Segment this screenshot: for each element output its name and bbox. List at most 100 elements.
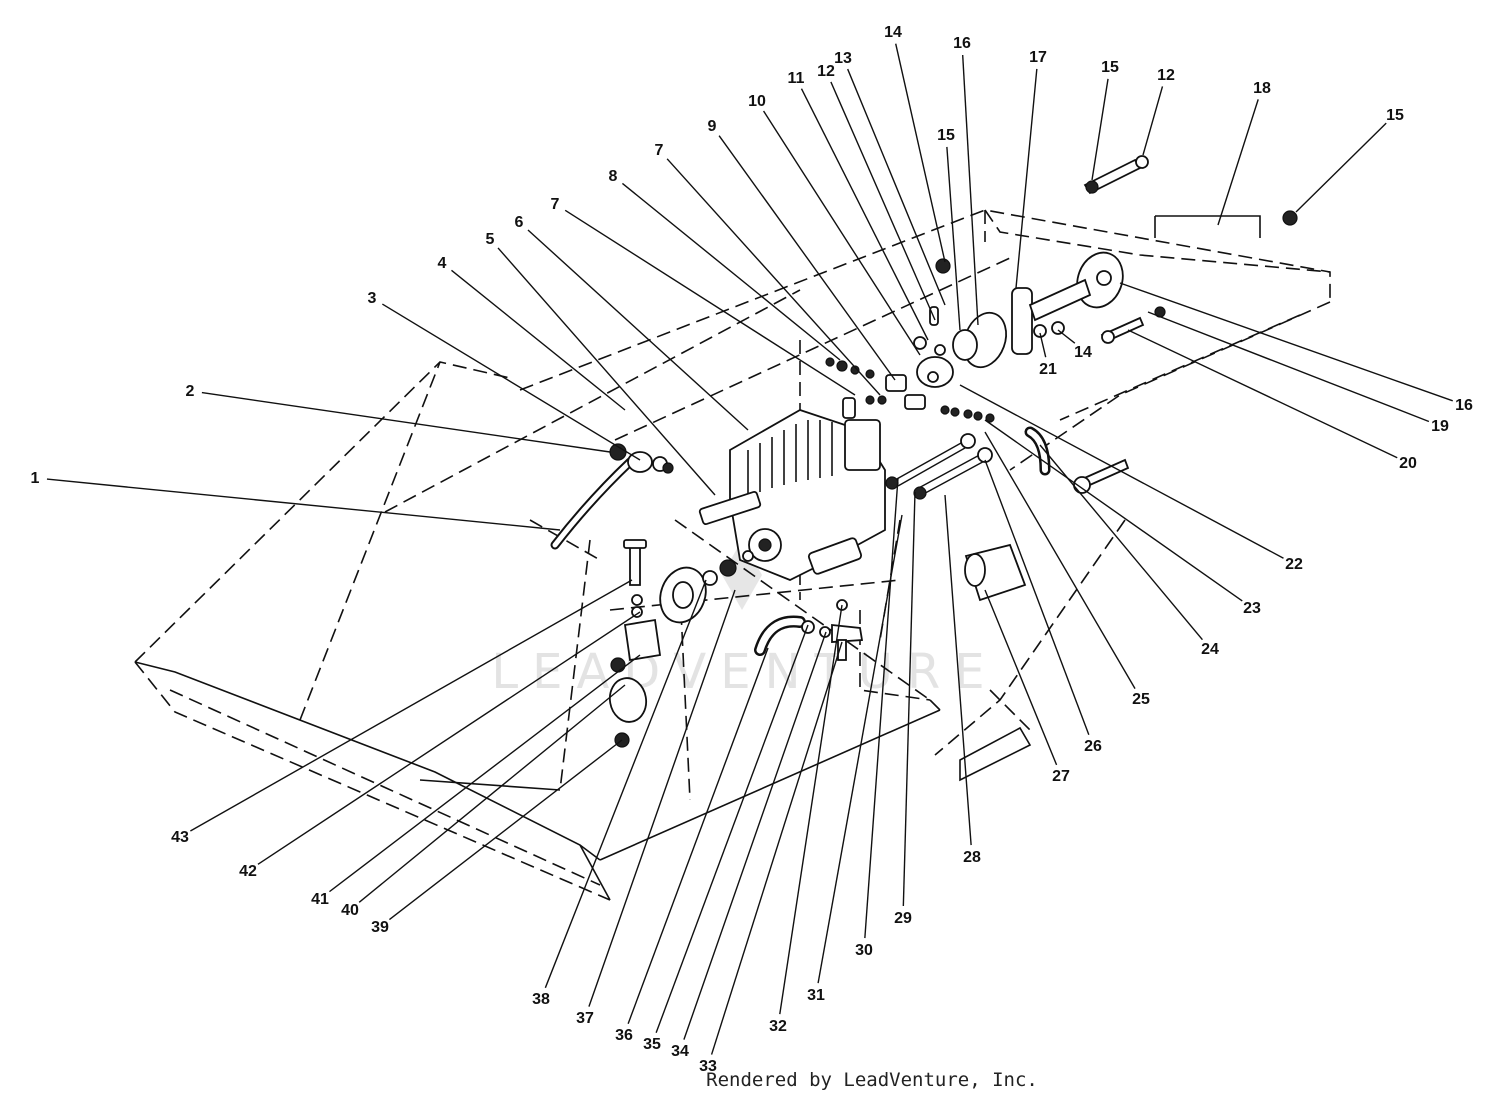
part-number-42: 42 — [239, 863, 257, 880]
part-number-40: 40 — [341, 902, 359, 919]
leader-line-11 — [800, 88, 929, 341]
part-number-15: 15 — [1101, 59, 1119, 76]
leader-line-38 — [544, 579, 707, 989]
leader-line-28 — [944, 494, 972, 846]
part-number-28: 28 — [963, 849, 981, 866]
leader-line-18 — [1217, 99, 1259, 226]
leader-line-25 — [984, 431, 1136, 689]
leader-line-27 — [984, 589, 1058, 766]
part-number-25: 25 — [1132, 691, 1150, 708]
part-number-3: 3 — [368, 290, 377, 307]
part-number-23: 23 — [1243, 600, 1261, 617]
leader-line-42 — [257, 611, 641, 865]
leader-line-7 — [564, 209, 856, 396]
leader-line-4 — [451, 269, 626, 411]
leader-line-35 — [655, 624, 809, 1033]
credit-text: Rendered by LeadVenture, Inc. — [706, 1069, 1038, 1091]
part-number-27: 27 — [1052, 768, 1070, 785]
frame-solid-edges — [134, 215, 1261, 901]
leader-line-15 — [946, 146, 961, 331]
leader-line-5 — [497, 247, 716, 496]
part-number-20: 20 — [1399, 455, 1417, 472]
leader-line-10 — [762, 110, 921, 356]
leader-line-21 — [1039, 332, 1047, 358]
leader-lines — [46, 43, 1453, 1055]
part-number-21: 21 — [1039, 361, 1057, 378]
leader-line-36 — [627, 647, 769, 1024]
leader-line-9 — [718, 135, 896, 381]
leader-line-14 — [895, 43, 946, 263]
part-number-36: 36 — [615, 1027, 633, 1044]
leader-line-43 — [190, 579, 633, 832]
leader-line-8 — [621, 182, 841, 361]
leader-line-41 — [329, 654, 641, 893]
part-number-1: 1 — [31, 470, 40, 487]
part-number-31: 31 — [807, 987, 825, 1004]
part-number-22: 22 — [1285, 556, 1303, 573]
part-number-18: 18 — [1253, 80, 1271, 97]
leader-line-37 — [588, 589, 736, 1007]
part-number-15: 15 — [937, 127, 955, 144]
leader-line-33 — [710, 641, 843, 1055]
watermark-text: LEADVENTURE — [491, 644, 998, 700]
leader-line-17 — [1015, 68, 1038, 289]
part-number-41: 41 — [311, 891, 329, 908]
part-number-39: 39 — [371, 919, 389, 936]
bolts-and-rods — [825, 155, 1298, 500]
part-number-14: 14 — [884, 24, 902, 41]
part-number-7: 7 — [655, 142, 664, 159]
leader-line-40 — [358, 684, 626, 903]
part-number-12: 12 — [817, 63, 835, 80]
part-number-4: 4 — [438, 255, 447, 272]
part-number-13: 13 — [834, 50, 852, 67]
part-number-9: 9 — [708, 118, 717, 135]
leader-line-29 — [902, 491, 916, 907]
leader-line-12 — [830, 81, 936, 321]
part-number-43: 43 — [171, 829, 189, 846]
leader-line-2 — [201, 391, 611, 453]
leader-line-12 — [1142, 86, 1164, 156]
leader-line-23 — [984, 419, 1243, 602]
part-number-26: 26 — [1084, 738, 1102, 755]
leader-line-15 — [1091, 78, 1109, 181]
part-number-2: 2 — [186, 383, 195, 400]
leader-line-16 — [961, 54, 979, 326]
part-number-17: 17 — [1029, 49, 1047, 66]
leader-line-7 — [666, 158, 881, 396]
part-number-6: 6 — [515, 214, 524, 231]
leader-line-19 — [1147, 311, 1430, 423]
leader-line-22 — [959, 384, 1284, 559]
leader-line-39 — [388, 739, 623, 921]
part-number-37: 37 — [576, 1010, 594, 1027]
leader-line-34 — [683, 631, 827, 1040]
part-number-35: 35 — [643, 1036, 661, 1053]
leader-line-31 — [817, 514, 903, 984]
part-number-16: 16 — [953, 35, 971, 52]
leader-line-13 — [847, 68, 946, 306]
part-number-12: 12 — [1157, 67, 1175, 84]
leader-line-16 — [1119, 282, 1453, 402]
leader-line-26 — [984, 459, 1090, 735]
part-number-38: 38 — [532, 991, 550, 1008]
part-number-8: 8 — [609, 168, 618, 185]
leader-line-15 — [1295, 122, 1387, 213]
part-number-19: 19 — [1431, 418, 1449, 435]
bracket-assembly — [608, 539, 754, 748]
transmission-body — [698, 409, 886, 581]
pulley-parts — [659, 251, 1124, 624]
leader-line-3 — [381, 303, 641, 461]
part-number-29: 29 — [894, 910, 912, 927]
leader-line-14 — [1057, 329, 1076, 344]
part-number-14: 14 — [1074, 344, 1092, 361]
part-number-7: 7 — [551, 196, 560, 213]
part-number-24: 24 — [1201, 641, 1219, 658]
leader-line-24 — [1039, 444, 1203, 641]
part-number-34: 34 — [671, 1043, 689, 1060]
part-number-11: 11 — [788, 70, 805, 87]
part-number-10: 10 — [748, 93, 766, 110]
leader-line-30 — [864, 477, 899, 939]
part-number-16: 16 — [1455, 397, 1473, 414]
